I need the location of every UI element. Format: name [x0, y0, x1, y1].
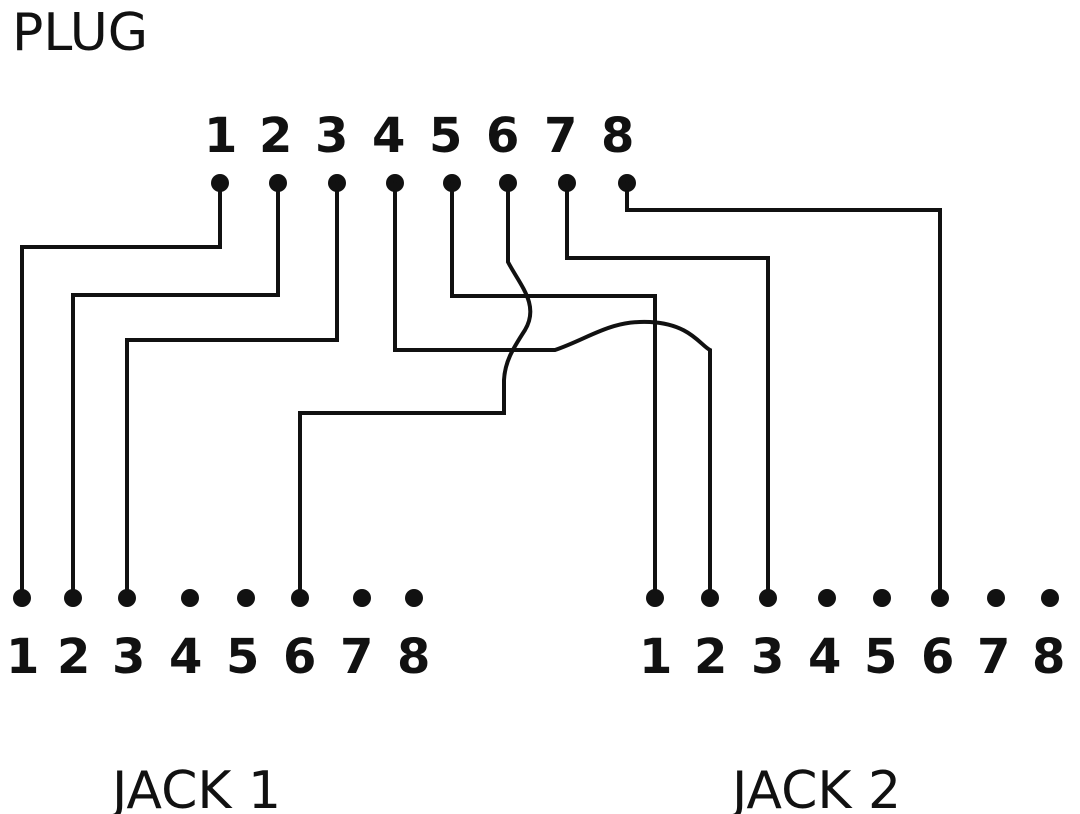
plug-title: PLUG: [12, 3, 148, 63]
plug-pin-number: 5: [429, 108, 462, 164]
jack2-pin-number: 8: [1032, 629, 1065, 685]
jack1-pin-dots: [13, 589, 423, 607]
plug-pin-number: 8: [601, 108, 634, 164]
plug-pin-number: 7: [544, 108, 577, 164]
plug-pin-number: 3: [315, 108, 348, 164]
plug-pin-number: 1: [204, 108, 237, 164]
jack1-pin-number: 6: [283, 629, 316, 685]
jack1-pin-number: 1: [6, 629, 39, 685]
jack1-title: JACK 1: [109, 761, 281, 814]
jack2-pin-dot: [873, 589, 891, 607]
jack2-pin-number: 4: [808, 629, 841, 685]
jack1-pin-number: 4: [169, 629, 202, 685]
jack1-pin-dot: [181, 589, 199, 607]
plug-pin-number: 2: [259, 108, 292, 164]
jack1-pin-number: 8: [397, 629, 430, 685]
wire-plug7-jack2-3: [565, 181, 770, 600]
jack2-pin-number: 7: [977, 629, 1010, 685]
jack2-pin-number: 2: [694, 629, 727, 685]
jack1-pin-dot: [118, 589, 136, 607]
jack2-pin-dot: [646, 589, 664, 607]
jack2-title: JACK 2: [729, 761, 901, 814]
jack2-pin-dot: [1041, 589, 1059, 607]
jack2-pin-dot: [701, 589, 719, 607]
jack2-pin-dot: [759, 589, 777, 607]
jack1-pin-dot: [64, 589, 82, 607]
jack1-pin-dot: [291, 589, 309, 607]
wire-plug8-jack2-6: [625, 181, 942, 600]
jack2-pin-dots: [646, 589, 1059, 607]
jack1-pin-dot: [13, 589, 31, 607]
jack1-pin-numbers: 1 2 3 4 5 6 7 8: [6, 629, 430, 685]
jack1-pin-number: 2: [57, 629, 90, 685]
jack1-pin-dot: [237, 589, 255, 607]
jack1-pin-dot: [353, 589, 371, 607]
jack2-pin-number: 5: [864, 629, 897, 685]
plug-pin-number: 6: [486, 108, 519, 164]
plug-pin-numbers: 1 2 3 4 5 6 7 8: [204, 108, 634, 164]
jack2-pin-numbers: 1 2 3 4 5 6 7 8: [639, 629, 1065, 685]
jack2-pin-dot: [818, 589, 836, 607]
jack2-pin-number: 1: [639, 629, 672, 685]
wires: [20, 181, 942, 600]
wire-plug6-jack1-6: [298, 181, 533, 600]
jack2-pin-dot: [931, 589, 949, 607]
wire-plug3-jack1-3: [125, 181, 339, 600]
wire-plug2-jack1-2: [71, 181, 280, 600]
jack1-pin-dot: [405, 589, 423, 607]
jack1-pin-number: 3: [112, 629, 145, 685]
plug-pin-number: 4: [372, 108, 405, 164]
wire-plug1-jack1-1: [20, 181, 222, 600]
plug-pin-dots: [211, 174, 636, 192]
jack2-pin-number: 6: [921, 629, 954, 685]
wire-plug4-jack2-2: [393, 181, 712, 600]
jack2-pin-number: 3: [751, 629, 784, 685]
jack1-pin-number: 5: [226, 629, 259, 685]
wire-plug5-jack2-1: [450, 181, 657, 600]
jack1-pin-number: 7: [340, 629, 373, 685]
jack2-pin-dot: [987, 589, 1005, 607]
